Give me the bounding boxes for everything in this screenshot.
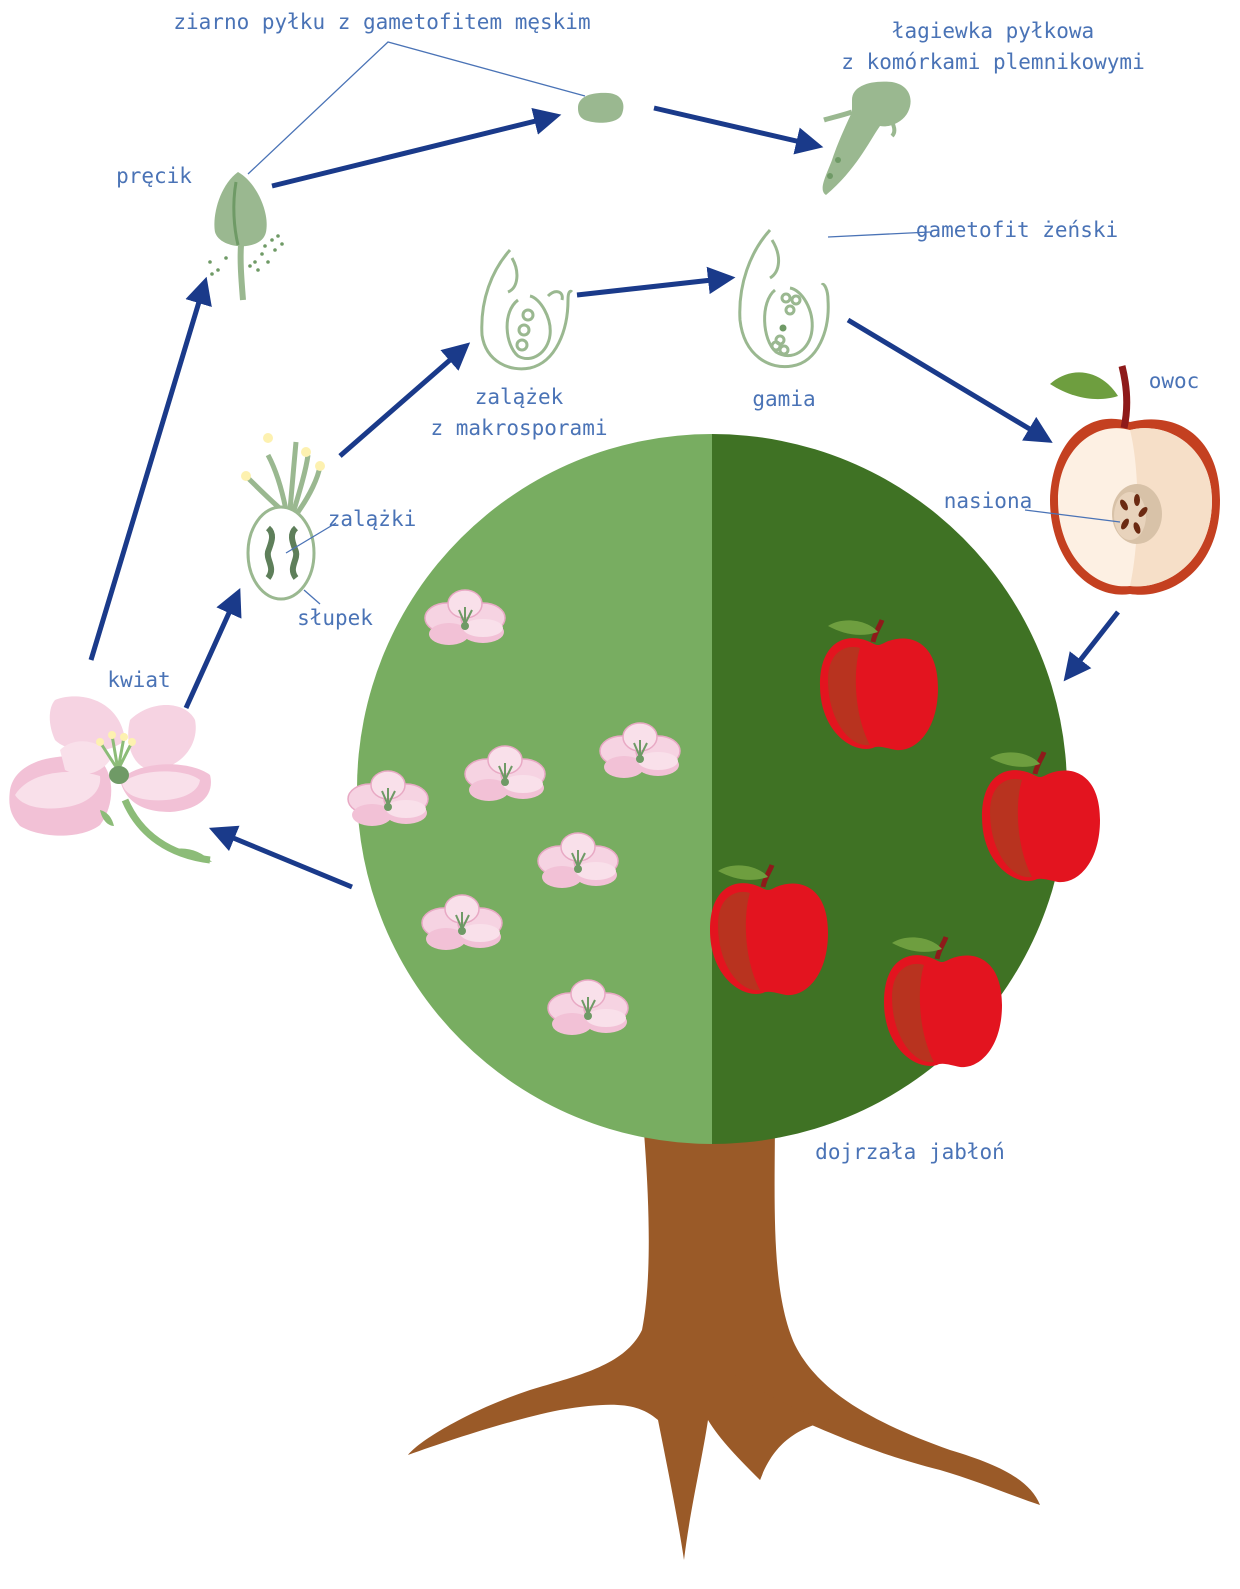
label-flower: kwiat xyxy=(107,668,170,692)
label-female-gametophyte: gametofit żeński xyxy=(916,218,1118,242)
pollen-grain-icon xyxy=(578,93,623,123)
stamen-icon xyxy=(208,172,284,300)
female-gametophyte-icon xyxy=(740,230,828,367)
pollen-tube-icon xyxy=(823,82,911,195)
label-mature-tree: dojrzała jabłoń xyxy=(815,1140,1005,1164)
ovule-megaspores-icon xyxy=(482,250,572,369)
label-ovule-1: zalążek xyxy=(475,385,564,409)
label-ovule-2: z makrosporami xyxy=(430,416,607,440)
flower-icon xyxy=(9,696,212,862)
label-pollen: ziarno pyłku z gametofitem męskim xyxy=(173,10,590,34)
arrow-ovule-to-gamy xyxy=(577,278,730,295)
label-gamy: gamia xyxy=(752,387,815,411)
arrow-fruit-to-tree xyxy=(1067,612,1118,677)
label-pollen-tube-2: z komórkami plemnikowymi xyxy=(841,50,1144,74)
pistil-icon xyxy=(241,433,325,599)
fruit-cross-section-icon xyxy=(1050,366,1220,595)
arrow-tree-to-flower xyxy=(214,830,352,887)
label-fruit: owoc xyxy=(1149,369,1200,393)
arrow-flower-to-stamen xyxy=(91,282,205,660)
label-seeds: nasiona xyxy=(944,489,1033,513)
label-stamen: pręcik xyxy=(116,164,192,188)
label-pistil: słupek xyxy=(297,606,373,630)
arrow-stamen-to-pollen xyxy=(272,116,556,186)
apple-tree xyxy=(348,434,1100,1560)
label-pollen-tube-1: łagiewka pyłkowa xyxy=(892,19,1094,43)
arrow-gamy-to-fruit xyxy=(848,320,1048,440)
label-ovules: zalążki xyxy=(328,507,417,531)
tree-trunk-roots xyxy=(408,1108,1040,1560)
arrow-pollen-to-tube xyxy=(654,108,818,146)
arrow-flower-to-pistil xyxy=(186,593,238,708)
